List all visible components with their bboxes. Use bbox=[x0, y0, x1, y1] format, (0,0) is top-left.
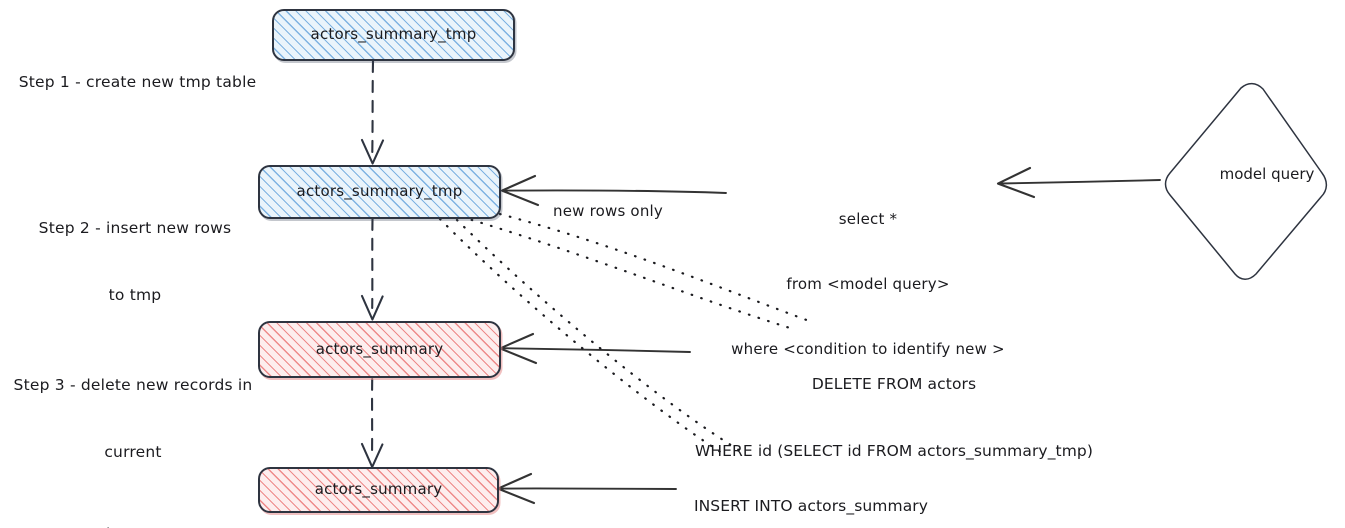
step-2-label: Step 2 - insert new rows to tmp bbox=[10, 172, 260, 352]
node-1-label: actors_summary_tmp bbox=[310, 25, 477, 44]
insert-sql-line1: INSERT INTO actors_summary bbox=[693, 496, 929, 515]
node-actors-summary-tmp-step1[interactable]: actors_summary_tmp bbox=[272, 9, 515, 61]
step-3-label: Step 3 - delete new records in current bbox=[4, 329, 262, 509]
model-sql-line3: where <condition to identify new > bbox=[731, 340, 1005, 358]
node-actors-summary-step3[interactable]: actors_summary bbox=[258, 321, 501, 378]
step-1-label: Step 1 - create new tmp table bbox=[10, 26, 265, 138]
dotted-link-node2-to-deletesql bbox=[460, 212, 814, 330]
node-4-label: actors_summary bbox=[314, 480, 443, 499]
arrow-modelsql-to-node2 bbox=[500, 174, 727, 207]
step-2-label-line2: to tmp bbox=[108, 286, 162, 305]
step-2-label-line1: Step 2 - insert new rows bbox=[38, 218, 232, 237]
arrow-node1-to-node2 bbox=[360, 59, 385, 165]
arrow-node3-to-node4 bbox=[360, 377, 384, 469]
step-3-label-line2: current bbox=[104, 443, 162, 462]
model-query-label: model query bbox=[1219, 165, 1315, 183]
annotation-model-query-sql: select * from <model query> where <condi… bbox=[730, 165, 1006, 404]
arrow-modelquery-to-sql bbox=[996, 166, 1161, 199]
step-1-label-line1: Step 1 - create new tmp table bbox=[18, 72, 257, 91]
arrow-deletesql-to-node3 bbox=[498, 332, 691, 365]
node-3-label: actors_summary bbox=[315, 339, 444, 358]
annotation-insert-sql: INSERT INTO actors_summary SELECT * FROM… bbox=[680, 450, 942, 528]
step-3-label-line1: Step 3 - delete new records in bbox=[13, 375, 253, 394]
node-actors-summary-tmp-step2[interactable]: actors_summary_tmp bbox=[258, 165, 501, 219]
annotation-delete-sql: DELETE FROM actors WHERE id (SELECT id F… bbox=[688, 328, 1100, 508]
node-actors-summary-step4[interactable]: actors_summary bbox=[258, 467, 499, 513]
node-2-label: actors_summary_tmp bbox=[296, 182, 463, 201]
step-4-label-line1: Step 4 - insert new rows bbox=[10, 523, 260, 528]
delete-sql-line1: DELETE FROM actors bbox=[811, 374, 977, 393]
model-query-diamond[interactable] bbox=[1164, 82, 1328, 280]
step-4-label: Step 4 - insert new rows into actors bbox=[10, 478, 260, 528]
delete-sql-line2: WHERE id (SELECT id FROM actors_summary_… bbox=[694, 442, 1094, 461]
arrow-node2-to-node3 bbox=[360, 217, 384, 321]
dotted-link-node2-to-insertsql bbox=[438, 217, 744, 455]
annotation-new-rows-only: new rows only bbox=[553, 202, 663, 220]
model-sql-line1: select * bbox=[838, 209, 898, 228]
arrow-insertsql-to-node4 bbox=[496, 472, 677, 505]
model-sql-line2: from <model query> bbox=[786, 274, 950, 293]
